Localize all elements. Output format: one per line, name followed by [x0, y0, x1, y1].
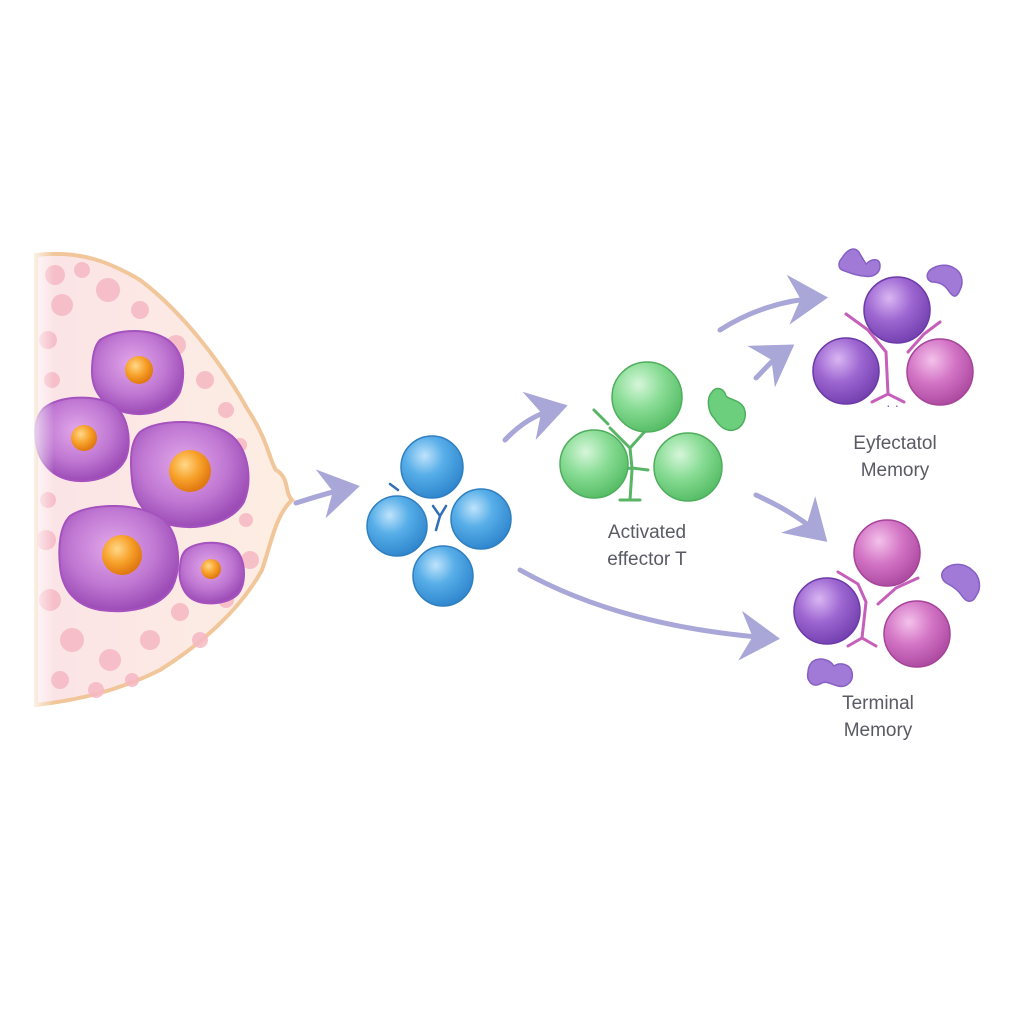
tissue-nucleus: [169, 450, 211, 492]
antibody-icon: [806, 658, 854, 688]
effector-memory-label-line2: Memory: [860, 460, 930, 481]
arrow-tissue-to-naive: [293, 469, 360, 519]
dots-mark: · ·: [886, 397, 899, 413]
effector-memory-cell: [812, 337, 880, 405]
tissue-nucleus: [201, 559, 221, 579]
terminal-memory-cell: [853, 519, 921, 587]
arrow-naive-to-terminal: [517, 567, 780, 661]
arrows: [293, 274, 828, 661]
naive-t-cell: [400, 435, 464, 499]
terminal-memory-label: Terminal Memory: [778, 690, 978, 744]
naive-t-cell-cluster: [366, 435, 512, 607]
arrow-activated-to-effector-memory-upper: [717, 274, 828, 333]
tissue-fade-edge: [30, 240, 54, 720]
antibody-icon: [926, 264, 963, 297]
cytokine-icon: [707, 387, 746, 432]
tissue-nucleus: [102, 535, 142, 575]
tissue-cell-2: [34, 396, 130, 482]
tissue-region: [30, 240, 295, 720]
naive-t-cell: [450, 488, 512, 550]
antibody-icon: [941, 563, 981, 602]
arrow-naive-to-activated: [502, 391, 568, 443]
tissue-cell-5: [178, 541, 245, 605]
activated-effector-label: Activated effector T: [547, 519, 747, 573]
receptor-mark: [431, 504, 448, 532]
activated-t-cell-cluster: [559, 361, 746, 502]
terminal-memory-label-line2: Memory: [843, 720, 913, 741]
terminal-memory-cluster: [793, 519, 981, 688]
activated-t-cell: [653, 432, 723, 502]
receptor-mark: [844, 312, 942, 404]
effector-memory-label: Eyfectatol Memory: [795, 430, 995, 484]
activated-t-cell: [559, 429, 629, 499]
tissue-cell-1: [90, 330, 185, 415]
terminal-memory-cell: [793, 577, 861, 645]
antibody-icon: [838, 248, 881, 278]
terminal-memory-label-line1: Terminal: [842, 693, 914, 714]
arrow-activated-to-effector-memory: [747, 344, 795, 388]
effector-memory-cluster: · ·: [812, 248, 974, 413]
tissue-nucleus: [71, 425, 97, 451]
naive-t-cell: [412, 545, 474, 607]
terminal-memory-cell: [883, 600, 951, 668]
receptor-mark: [836, 570, 920, 648]
effector-memory-label-line1: Eyfectatol: [853, 433, 937, 454]
receptor-mark: [388, 482, 400, 492]
effector-memory-cell: [906, 338, 974, 406]
naive-t-cell: [366, 495, 428, 557]
activated-label-line1: Activated: [607, 522, 687, 543]
arrow-activated-to-terminal: [753, 492, 828, 542]
tissue-nucleus: [125, 356, 153, 384]
effector-memory-cell: [863, 276, 931, 344]
tissue-cell-4: [58, 504, 180, 613]
tissue-cell-3: [130, 420, 250, 528]
activated-t-cell: [611, 361, 683, 433]
activated-label-line2: effector T: [607, 549, 687, 570]
